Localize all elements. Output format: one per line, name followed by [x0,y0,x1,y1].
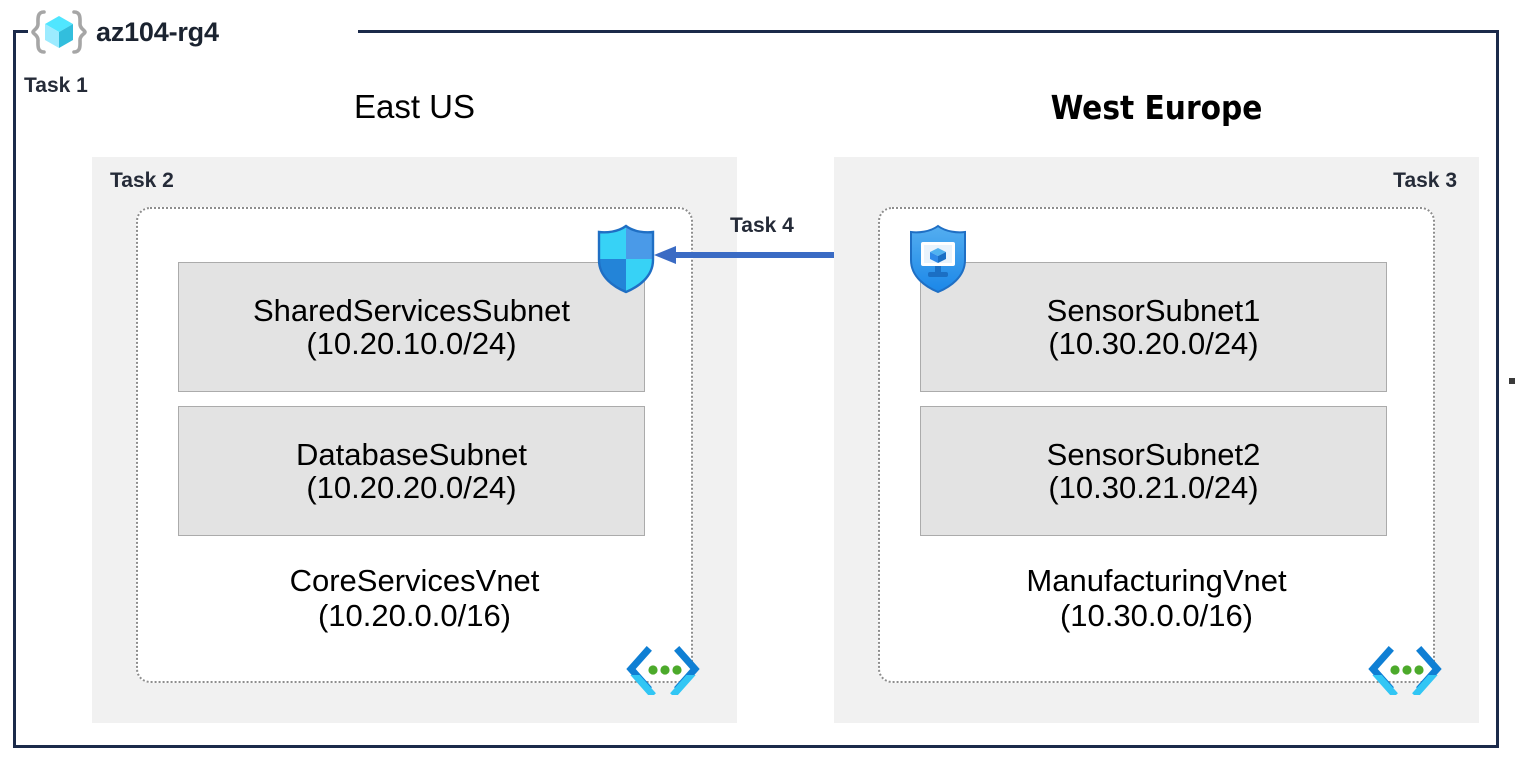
subnet-name: SensorSubnet2 [1046,436,1261,472]
subnet-cidr: (10.30.20.0/24) [1048,326,1259,361]
vnet-caption: ManufacturingVnet (10.30.0.0/16) [880,563,1433,633]
virtual-network-icon [1367,643,1443,695]
subnet-sensor-1[interactable]: SensorSubnet1 (10.30.20.0/24) [920,262,1387,392]
region-panel-east-us: Task 2 SharedServicesSubnet (10.20.10.0/… [92,157,737,723]
vnet-cidr: (10.20.0.0/16) [317,597,512,633]
region-title-west-europe: West Europe [1050,88,1263,127]
subnet-cidr: (10.20.20.0/24) [306,470,517,505]
subnet-name: SharedServicesSubnet [252,292,571,328]
vnet-name: ManufacturingVnet [1026,563,1287,598]
network-security-group-shield-icon[interactable] [594,224,658,294]
virtual-network-icon [625,643,701,695]
region-title-east-us: East US [353,88,476,125]
task-2-label: Task 2 [110,169,174,192]
subnet-shared-services[interactable]: SharedServicesSubnet (10.20.10.0/24) [178,262,645,392]
vnet-caption: CoreServicesVnet (10.20.0.0/16) [138,563,691,633]
resource-group-cube-icon [30,10,88,54]
vnet-cidr: (10.30.0.0/16) [1059,597,1254,633]
subnet-name: SensorSubnet1 [1046,292,1261,328]
vm-protection-shield-icon[interactable] [906,224,970,294]
task-3-label: Task 3 [1393,169,1457,192]
edge-artifact-mark [1509,378,1515,384]
subnet-database[interactable]: DatabaseSubnet (10.20.20.0/24) [178,406,645,536]
subnet-sensor-2[interactable]: SensorSubnet2 (10.30.21.0/24) [920,406,1387,536]
vnet-core-services[interactable]: SharedServicesSubnet (10.20.10.0/24) Dat… [136,207,700,683]
task-1-label: Task 1 [24,74,88,97]
resource-group-frame [13,30,1499,748]
resource-group-title: az104-rg4 [96,16,219,47]
subnet-cidr: (10.20.10.0/24) [306,326,517,361]
task-4-label: Task 4 [730,214,794,237]
resource-group-header: az104-rg4 [30,10,219,54]
subnet-cidr: (10.30.21.0/24) [1048,470,1259,505]
vnet-manufacturing[interactable]: SensorSubnet1 (10.30.20.0/24) SensorSubn… [878,207,1442,683]
vnet-name: CoreServicesVnet [289,563,540,598]
subnet-name: DatabaseSubnet [296,436,527,472]
